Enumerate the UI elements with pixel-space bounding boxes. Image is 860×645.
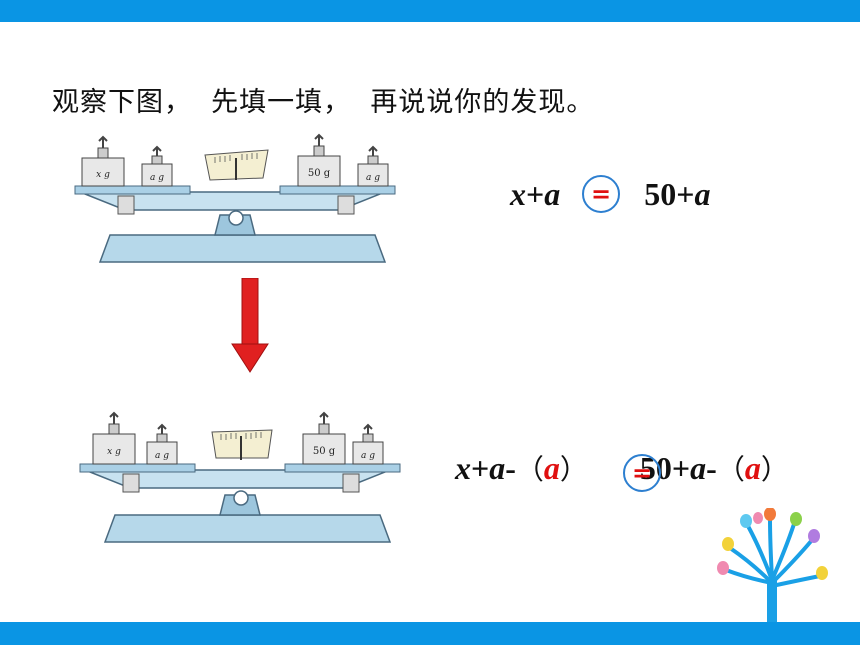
balance-scale-top: x g a g 50 g a g: [70, 130, 400, 274]
var-a: a: [694, 176, 711, 212]
fill-answer-right[interactable]: a: [744, 449, 761, 486]
weight-label: 50 g: [308, 168, 331, 179]
right-constant: 50+: [644, 176, 695, 212]
var-a: a: [544, 176, 561, 212]
plus-sign: +: [526, 176, 545, 212]
close-paren: ）: [559, 453, 588, 486]
relation-circle-top[interactable]: =: [582, 175, 620, 213]
weight-label: a g: [150, 173, 164, 183]
weight-label: a g: [155, 451, 169, 461]
var-x: x: [455, 449, 471, 486]
equation-top: x+a 50+a: [510, 176, 710, 213]
open-paren: （: [716, 453, 745, 486]
equals-sign: =: [590, 180, 612, 208]
weight-label: a g: [366, 173, 380, 183]
instruction-text: 观察下图， 先填一填， 再说说你的发现。: [52, 87, 595, 118]
minus-sign: -: [505, 449, 516, 486]
footer-bar: [0, 622, 860, 645]
var-a: a: [690, 449, 707, 486]
balance-scale-bottom: x g a g 50 g a g: [75, 400, 405, 554]
weight-label: a g: [361, 451, 375, 461]
close-paren: ）: [760, 453, 789, 486]
weight-label: x g: [96, 170, 110, 180]
down-arrow-icon: [230, 277, 270, 378]
fill-answer-left[interactable]: a: [543, 449, 560, 486]
var-x: x: [510, 176, 526, 212]
equals-sign: =: [631, 459, 653, 487]
weight-label: x g: [107, 447, 121, 457]
tree-icon: [712, 507, 832, 627]
relation-circle-bottom[interactable]: =: [623, 454, 661, 492]
open-paren: （: [515, 453, 544, 486]
weight-label: 50 g: [313, 446, 336, 457]
header-bar: [0, 0, 860, 22]
plus-sign: +: [471, 449, 490, 486]
equation-bottom: x+a-（a） 50+a-（a）: [455, 448, 789, 488]
var-a: a: [489, 449, 506, 486]
minus-sign: -: [706, 449, 717, 486]
